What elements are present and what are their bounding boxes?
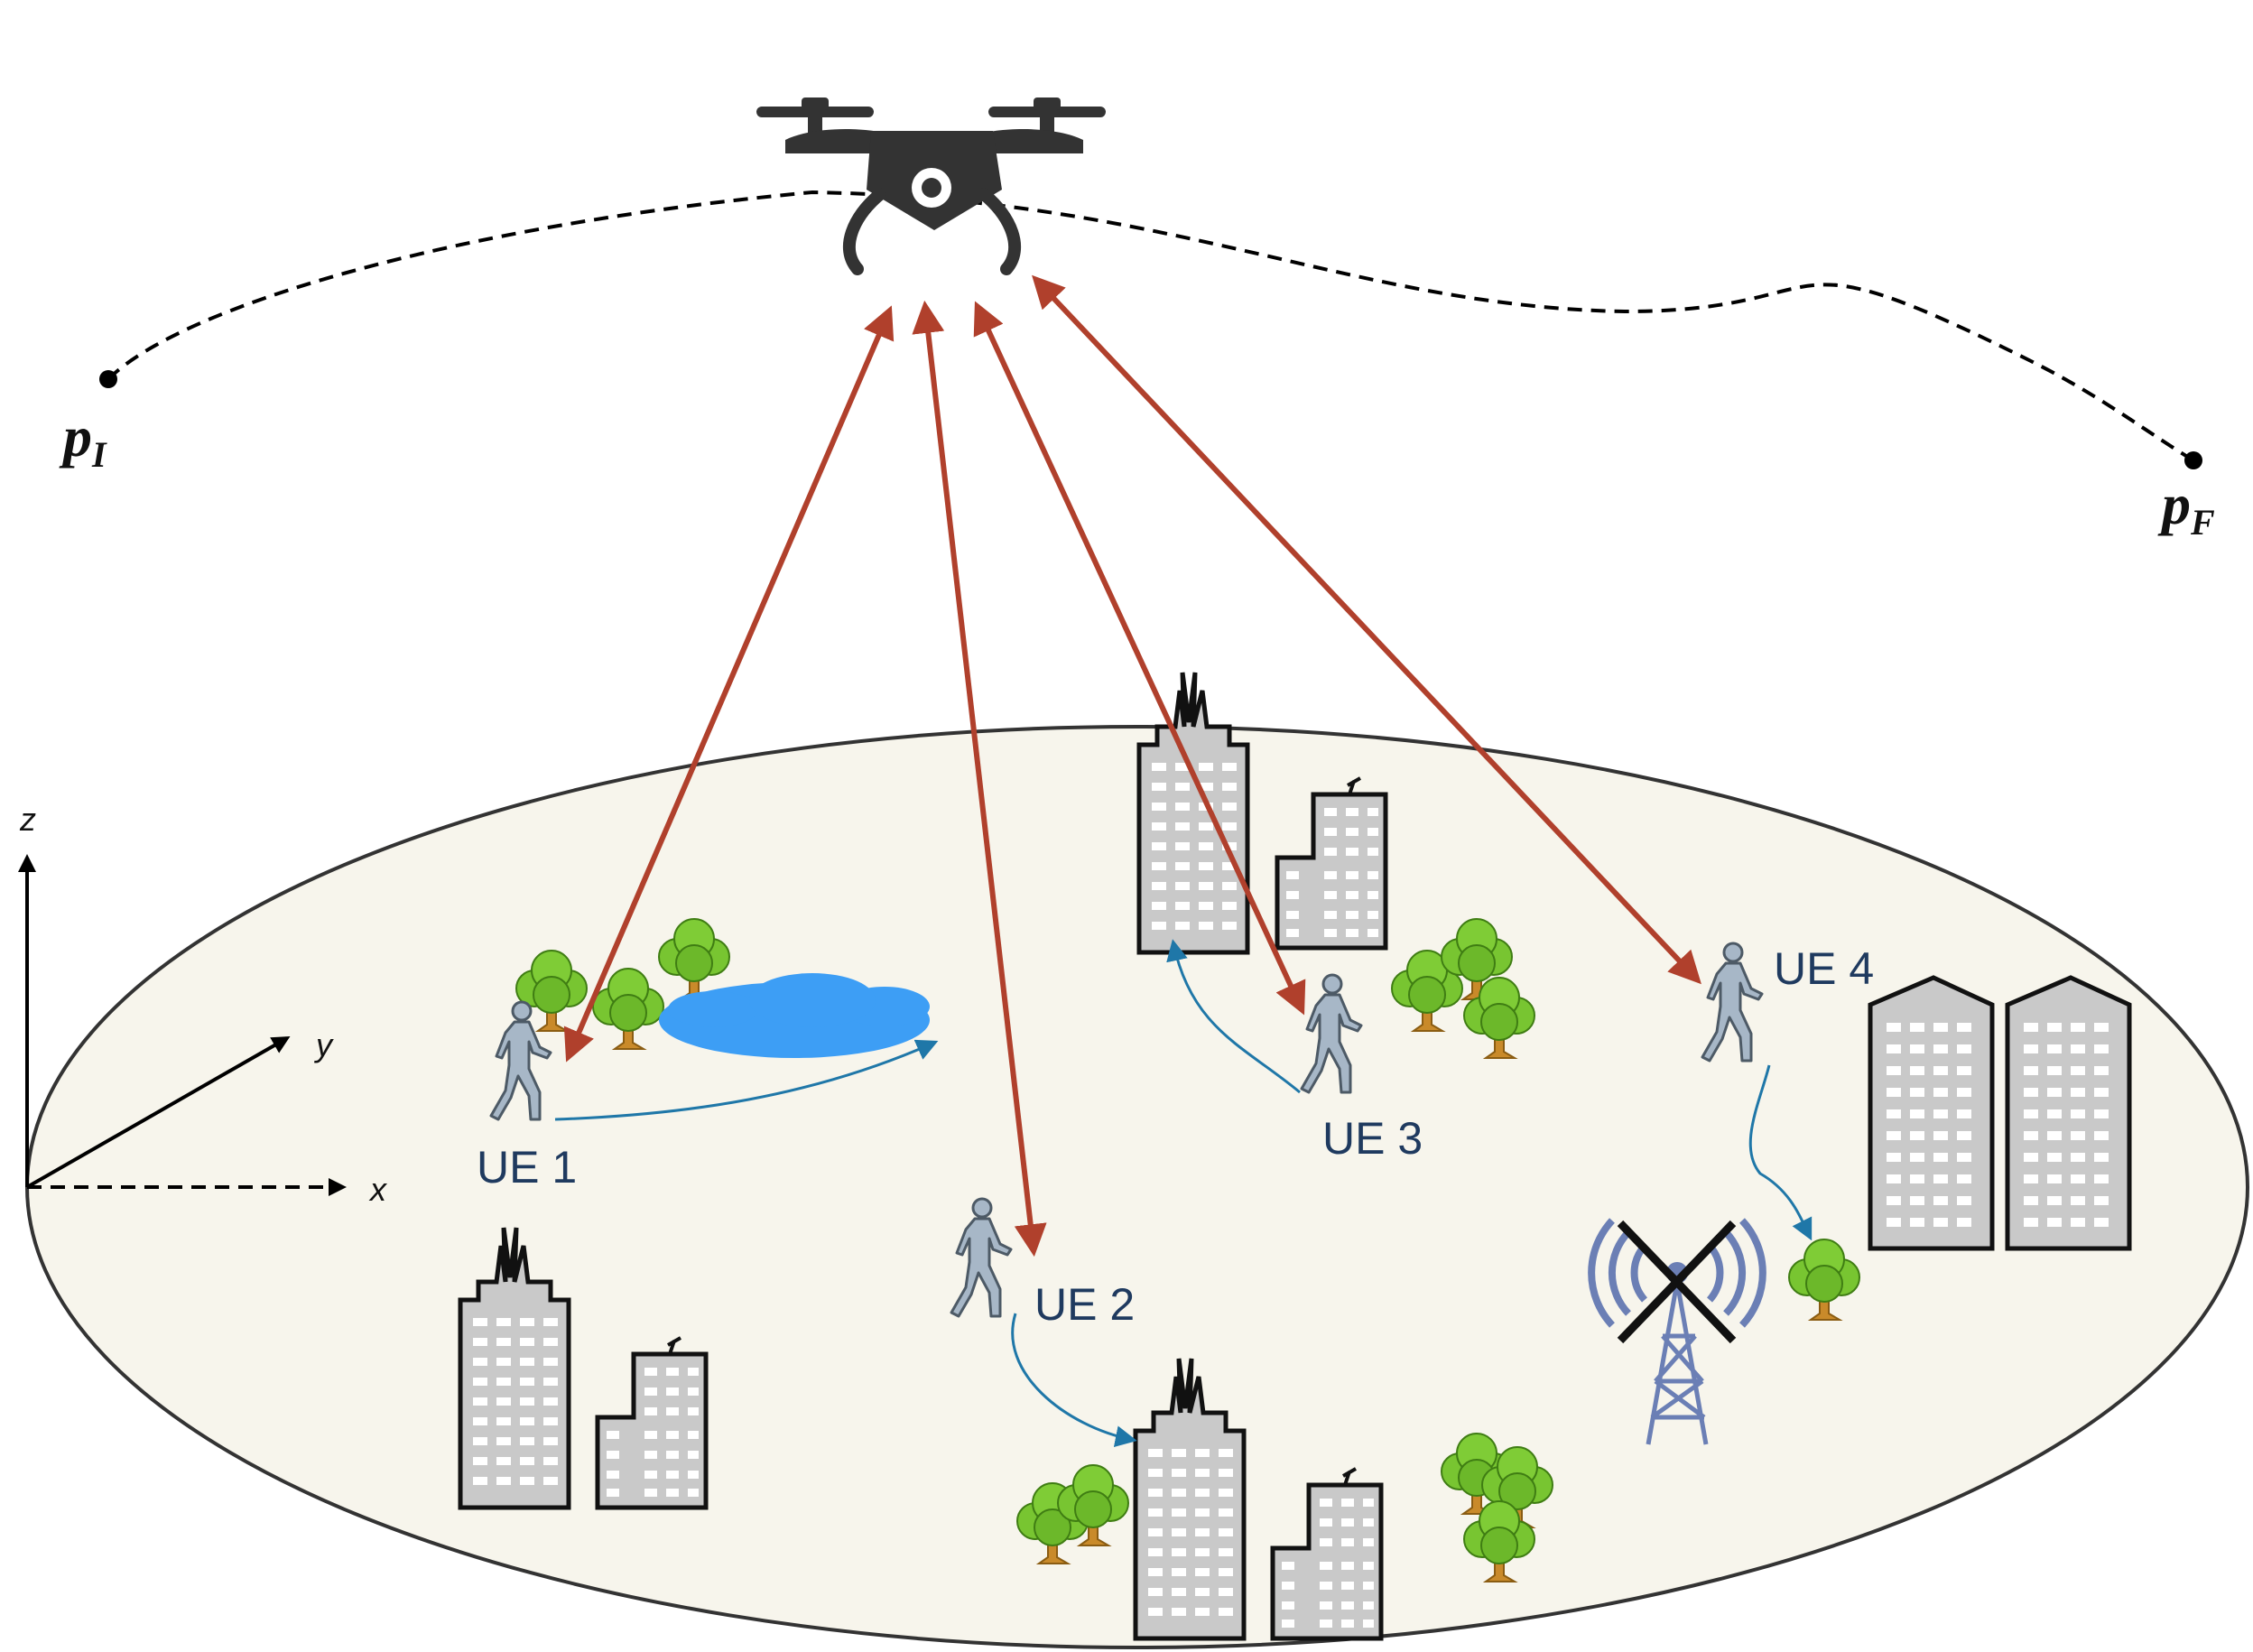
user-ue4: UE 4 (1701, 942, 1874, 1063)
uav-trajectory: pI pF (59, 190, 2215, 543)
link-ue4 (1032, 274, 1701, 985)
user-ue3: UE 3 (1300, 973, 1423, 1164)
z-axis-label: z (19, 801, 36, 838)
end-point-label: pF (2157, 472, 2215, 543)
user-ue1: UE 1 (477, 1000, 577, 1193)
start-point-label: pI (59, 404, 107, 475)
ue-movement-paths (554, 939, 1813, 1447)
drone-icon (756, 97, 1106, 275)
ue-label: UE 1 (477, 1142, 577, 1193)
path-ue2 (1011, 1313, 1137, 1447)
link-ue1 (563, 305, 895, 1063)
path-ue4 (1748, 1064, 1813, 1241)
x-axis-label: x (368, 1171, 388, 1208)
ue-label: UE 3 (1322, 1113, 1423, 1164)
path-ue1 (554, 1039, 939, 1121)
ue-label: UE 4 (1774, 943, 1874, 994)
coordinate-axes: z y x (18, 801, 388, 1208)
tall-building (1139, 673, 1247, 952)
y-axis-label: y (313, 1026, 334, 1063)
cell-tower-icon (1588, 1218, 1766, 1445)
gable-building (2007, 978, 2129, 1248)
start-point (99, 370, 117, 388)
user-ue2: UE 2 (950, 1197, 1135, 1330)
end-point (2184, 451, 2202, 469)
gable-building (1870, 978, 1992, 1248)
ue-label: UE 2 (1034, 1279, 1135, 1330)
uav-links (563, 274, 1701, 1258)
path-ue3 (1166, 939, 1301, 1094)
